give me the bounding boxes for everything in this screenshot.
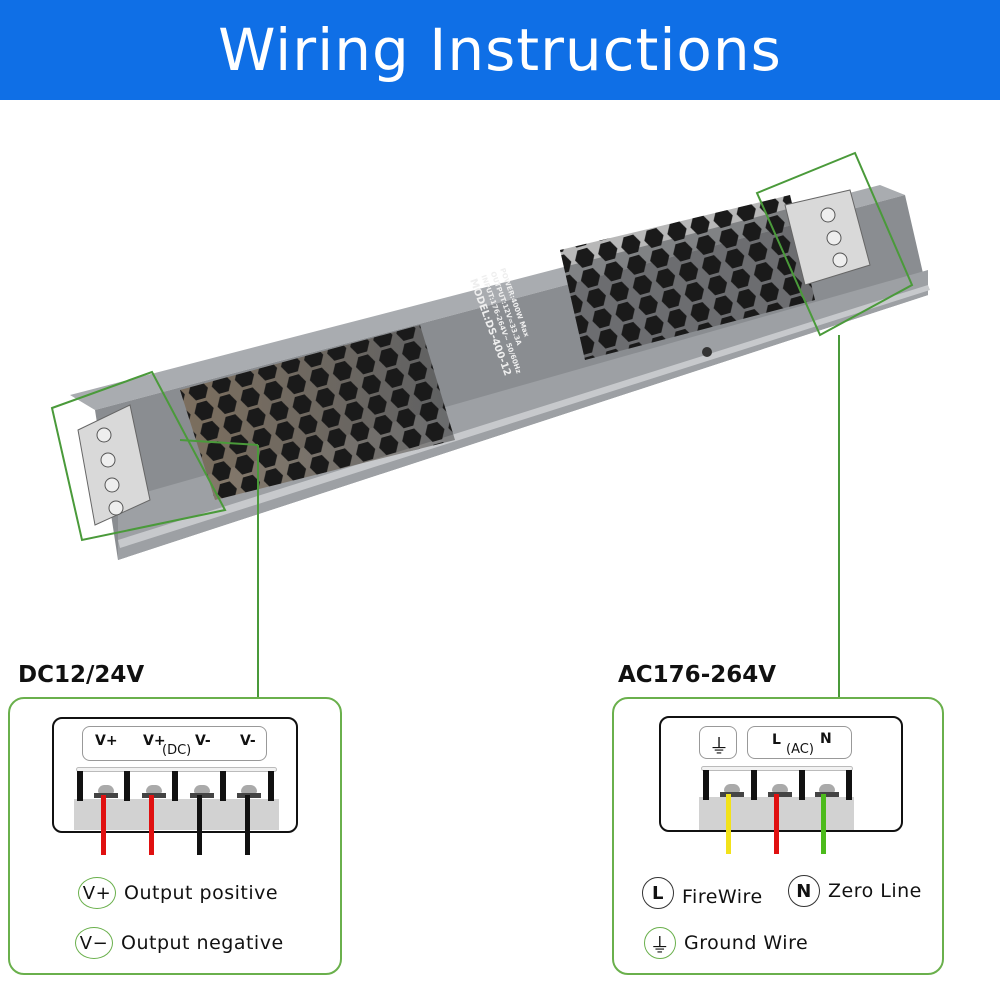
l-symbol: L: [642, 877, 674, 909]
ac-title: AC176-264V: [618, 662, 777, 688]
screw: [815, 784, 839, 798]
n-symbol: N: [788, 875, 820, 907]
wire-ground: [726, 794, 731, 854]
label-l: L: [772, 732, 781, 748]
legend-text: Zero Line: [828, 880, 922, 902]
screw-hole: [702, 347, 712, 357]
header-banner: Wiring Instructions: [0, 0, 1000, 100]
screw: [768, 784, 792, 798]
page-title: Wiring Instructions: [218, 16, 782, 84]
dc-terminal-highlight: [50, 370, 227, 542]
wire-live: [774, 794, 779, 854]
wire-neutral: [821, 794, 826, 854]
ac-label-box: L (AC) N: [747, 726, 852, 759]
legend-text: Ground Wire: [684, 932, 809, 954]
dc-terminal-diagram: V+ V+ (DC) V- V-: [52, 717, 298, 833]
dc-title: DC12/24V: [18, 662, 145, 688]
screw: [720, 784, 744, 798]
legend-firewire: L FireWire: [642, 877, 763, 909]
label-vminus-1: V-: [195, 733, 211, 749]
vminus-symbol: V−: [75, 927, 113, 959]
ac-connector-line: [838, 335, 840, 698]
dc-panel: V+ V+ (DC) V- V- V+ Output positive V− O…: [8, 697, 342, 975]
legend-ground-wire: ⏚ Ground Wire: [644, 927, 808, 959]
label-ac: (AC): [786, 742, 814, 757]
wire-vplus-2: [149, 795, 154, 855]
vplus-symbol: V+: [78, 877, 116, 909]
label-n: N: [820, 731, 832, 747]
wire-vminus-1: [197, 795, 202, 855]
legend-text: Output positive: [124, 882, 279, 904]
ac-terminal-diagram: ⏚ L (AC) N: [659, 716, 903, 832]
wire-vplus-1: [101, 795, 106, 855]
legend-text: Output negative: [121, 932, 284, 954]
dc-label-box: V+ V+ (DC) V- V-: [82, 726, 267, 761]
screw: [190, 785, 214, 799]
label-dc: (DC): [162, 743, 192, 758]
ac-terminal-block: [784, 189, 871, 286]
ground-icon: ⏚: [709, 734, 729, 758]
legend-zero-line: N Zero Line: [788, 875, 922, 907]
label-vminus-2: V-: [240, 733, 256, 749]
screw: [94, 785, 118, 799]
screw: [142, 785, 166, 799]
dc-terminal-block: [77, 404, 151, 526]
ac-panel: ⏚ L (AC) N L FireWire N Zero Line ⏚ Grou…: [612, 697, 944, 975]
legend-output-positive: V+ Output positive: [78, 877, 278, 909]
legend-output-negative: V− Output negative: [75, 927, 284, 959]
label-vplus-1: V+: [95, 733, 118, 749]
wire-vminus-2: [245, 795, 250, 855]
power-supply-image: MODEL:DS-400-12 INPUT:176-264V~ 50/60Hz …: [50, 151, 930, 560]
ground-label-box: ⏚: [699, 726, 737, 759]
dc-connector-line: [257, 445, 259, 698]
ground-symbol: ⏚: [644, 927, 676, 959]
legend-text: FireWire: [682, 886, 763, 908]
label-vplus-2: V+: [143, 733, 166, 749]
ac-terminal-highlight: [755, 151, 914, 337]
